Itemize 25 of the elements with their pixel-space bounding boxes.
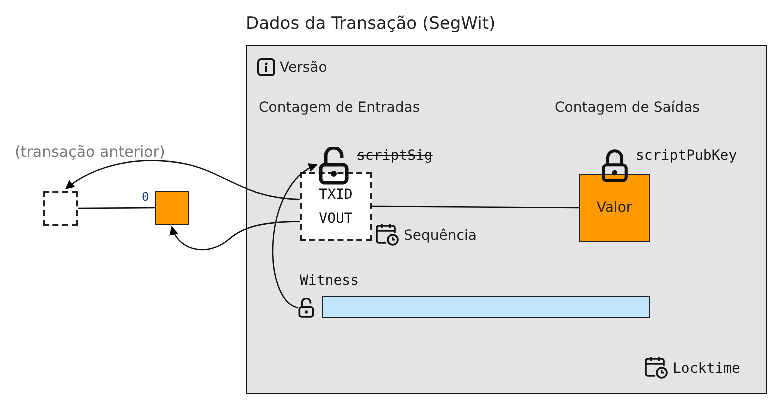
arrow <box>170 221 300 251</box>
arrow <box>272 164 318 309</box>
open-padlock-icon <box>298 298 315 318</box>
input-box <box>300 172 372 241</box>
arrow <box>65 160 300 200</box>
group-caption: (transação anterior) <box>15 143 166 161</box>
field-label: scriptSig <box>357 148 433 164</box>
field-label: scriptPubKey <box>636 148 738 164</box>
previous-transaction-box <box>43 191 78 226</box>
connector-line <box>372 206 579 209</box>
field-label: Contagem de Entradas <box>259 100 420 116</box>
value-box <box>579 174 650 242</box>
witness-bar <box>322 296 650 318</box>
field-label: Versão <box>280 60 328 76</box>
field-label: Locktime <box>673 361 740 377</box>
field-label: Sequência <box>404 228 477 244</box>
field-name: VOUT <box>319 210 353 228</box>
panel-title: Dados da Transação (SegWit) <box>246 14 496 34</box>
connector-line <box>78 207 155 210</box>
field-label: Contagem de Saídas <box>555 100 700 116</box>
value-label: Valor <box>596 199 632 218</box>
output-index: 0 <box>142 190 150 204</box>
field-label: Witness <box>300 273 360 289</box>
open-padlock-icon <box>318 147 350 185</box>
field-name: TXID <box>319 186 353 204</box>
